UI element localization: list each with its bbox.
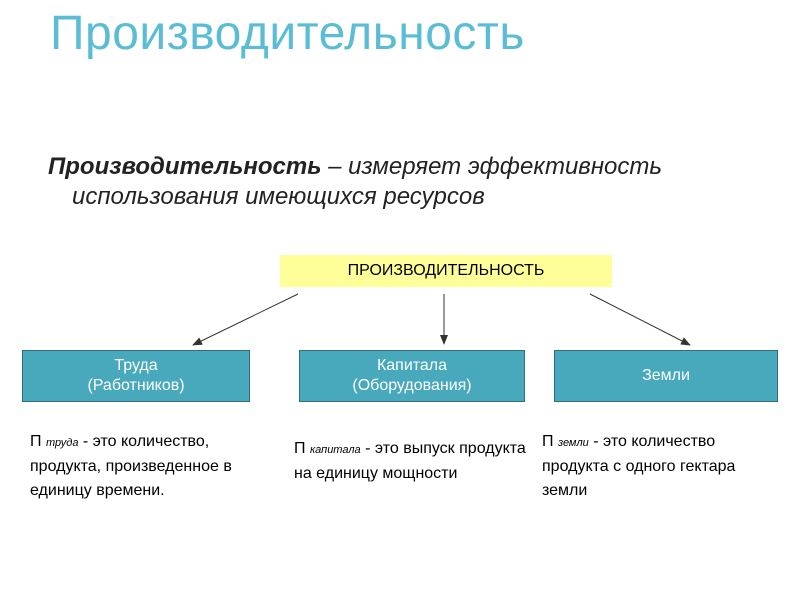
description-land-symbol: П xyxy=(542,433,554,450)
description-capital-symbol: П xyxy=(294,440,306,457)
description-land: П земли - это количество продукта с одно… xyxy=(542,430,782,503)
category-capital-line1: Капитала xyxy=(376,357,448,374)
definition-term: Производительность xyxy=(48,153,322,180)
category-labor-line1: Труда xyxy=(114,357,158,374)
category-land-line1: Земли xyxy=(642,367,690,384)
description-capital: П капитала - это выпуск продукта на един… xyxy=(294,437,534,486)
productivity-root-label: ПРОИЗВОДИТЕЛЬНОСТЬ xyxy=(347,262,545,279)
description-labor: П труда - это количество, продукта, прои… xyxy=(30,430,270,503)
category-box-capital: Капитала (Оборудования) xyxy=(299,350,525,402)
description-labor-symbol: П xyxy=(30,433,42,450)
description-capital-text: - это выпуск продукта на единицу мощност… xyxy=(294,440,526,482)
category-box-labor: Труда (Работников) xyxy=(22,350,250,402)
category-labor-line2: (Работников) xyxy=(87,377,185,394)
definition-rest: – измеряет эффективность xyxy=(321,153,662,180)
category-capital-line2: (Оборудования) xyxy=(352,377,472,394)
description-capital-sub: капитала xyxy=(309,444,361,456)
description-land-sub: земли xyxy=(557,437,589,449)
productivity-root-box: ПРОИЗВОДИТЕЛЬНОСТЬ xyxy=(280,255,612,287)
category-box-land: Земли xyxy=(554,350,778,402)
definition-line2: использования имеющихся ресурсов xyxy=(72,183,485,210)
description-labor-text: - это количество, продукта, произведенно… xyxy=(30,433,232,499)
arrow-to-land xyxy=(589,293,691,346)
slide-title: Производительность xyxy=(50,7,525,60)
arrow-to-labor xyxy=(192,293,299,346)
description-labor-sub: труда xyxy=(45,437,79,449)
definition-text: Производительность – измеряет эффективно… xyxy=(48,152,788,212)
description-land-text: - это количество продукта с одного гекта… xyxy=(542,433,736,499)
